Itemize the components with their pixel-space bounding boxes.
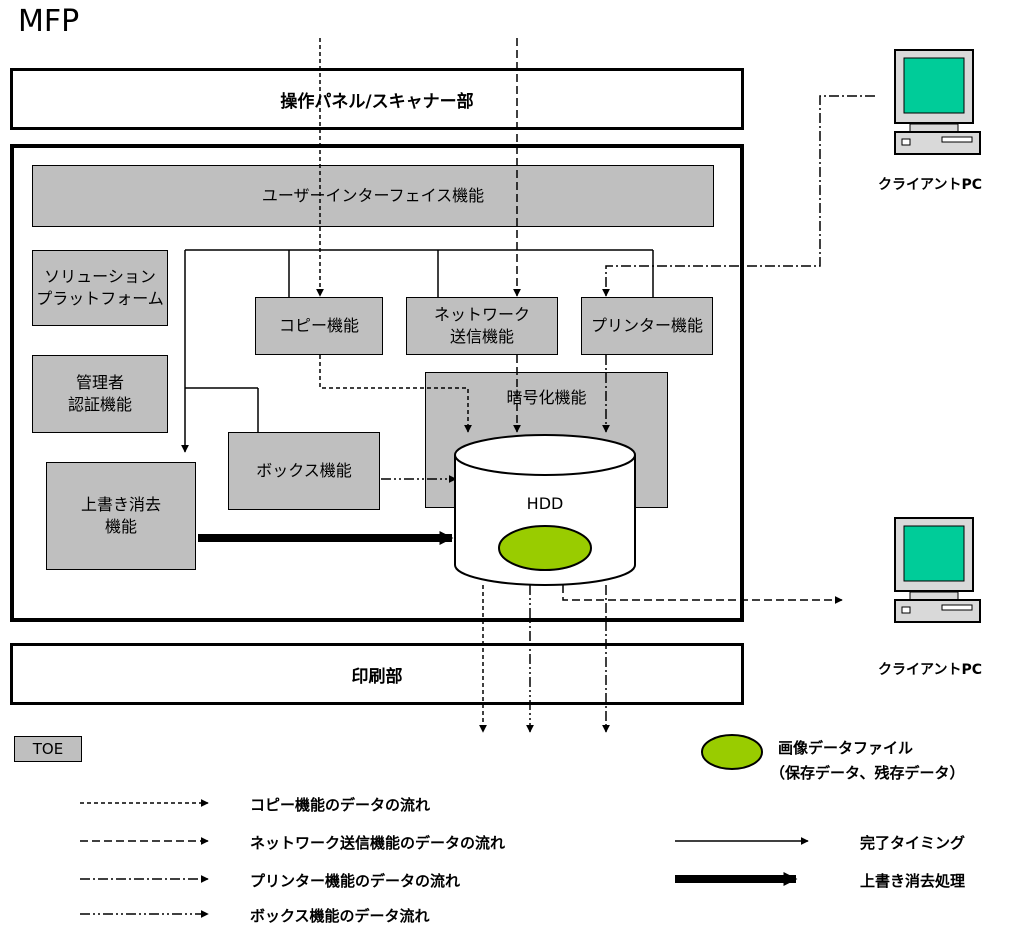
legend-overwrite-text: 上書き消去処理 [860,872,966,890]
hdd-label: HDD [526,494,564,513]
mfp-frame [10,144,744,622]
copy-flow-lines [316,38,487,733]
admin-auth-box: 管理者 認証機能 [32,355,168,433]
image-file-legend-line2: （保存データ、残存データ） [770,764,965,782]
network-send-box: ネットワーク 送信機能 [406,297,558,355]
box-flow-lines [381,475,534,733]
legend-image-file-icon [701,734,763,770]
client-pc-icon-1 [894,49,981,155]
image-data-file [498,525,592,571]
legend-network-text: ネットワーク送信機能のデータの流れ [250,834,506,852]
overwrite-erase-box: 上書き消去 機能 [46,462,196,570]
legend-copy-text: コピー機能のデータの流れ [250,796,431,814]
print-unit-label: 印刷部 [351,666,403,687]
legend-completion-text: 完了タイミング [860,834,966,852]
print-unit-bar [10,643,744,705]
panel-scanner-label: 操作パネル/スキャナー部 [280,91,474,112]
copy-function-box: コピー機能 [255,297,383,355]
legend-box-text: ボックス機能のデータ流れ [250,907,430,925]
client-pc-label-1: クライアントPC [878,177,982,193]
hdd-cylinder [454,434,636,586]
printer-function-box: プリンター機能 [581,297,713,355]
client-pc-label-2: クライアントPC [878,662,982,678]
client-pc-icon-2 [894,517,981,623]
printer-flow-lines [602,95,875,733]
image-file-legend-line1: 画像データファイル [778,739,914,757]
toe-legend-box: TOE [14,736,82,762]
box-function-box: ボックス機能 [228,432,380,510]
solution-platform-box: ソリューション プラットフォーム [32,250,168,326]
panel-scanner-bar [10,68,744,130]
encryption-label: 暗号化機能 [506,388,587,407]
mfp-title: MFP [18,4,80,39]
ui-function-box: ユーザーインターフェイス機能 [32,165,714,227]
network-flow-lines [513,38,843,604]
legend-printer-text: プリンター機能のデータの流れ [250,872,461,890]
completion-lines [181,249,654,453]
